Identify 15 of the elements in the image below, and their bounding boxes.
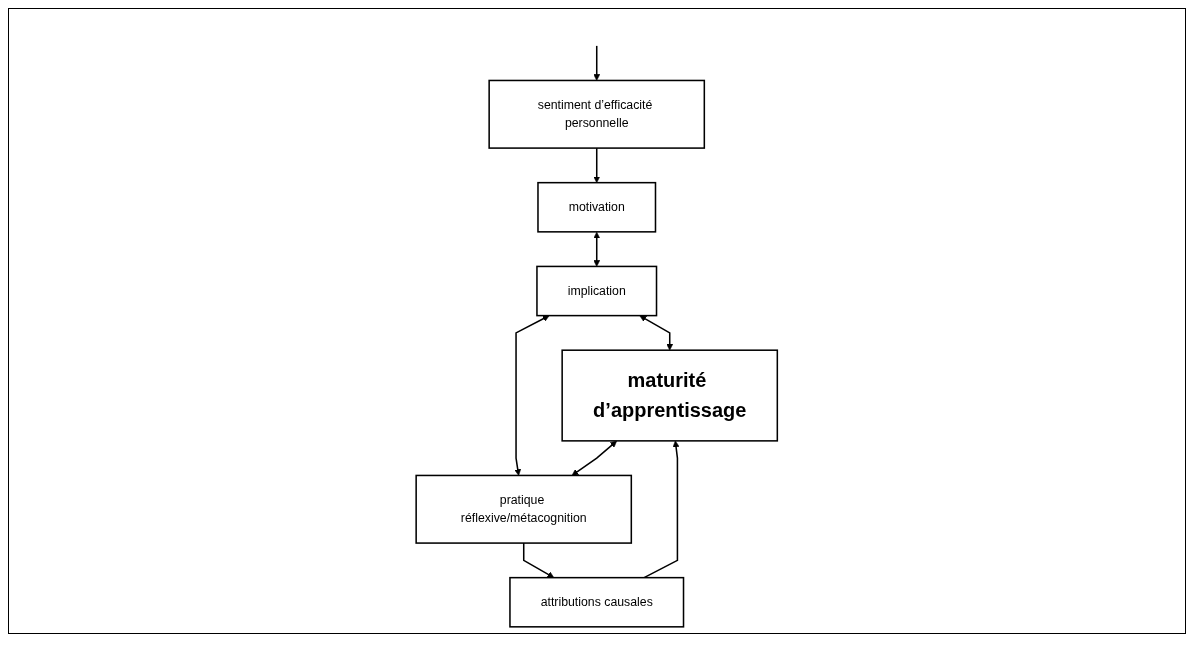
diagram-frame: sentiment d’efficacité personnelle motivation implication maturité d’apprentissage pratique réflexive/métacognition attributions causales <box>8 8 1186 634</box>
arrow <box>593 45 601 81</box>
arrow <box>643 440 680 579</box>
arrow <box>572 440 618 476</box>
node-box <box>537 181 657 233</box>
node-box <box>488 79 706 149</box>
arrow <box>593 147 601 183</box>
node-box <box>509 576 685 628</box>
node-box <box>561 349 779 442</box>
node-box <box>536 265 658 317</box>
arrow <box>514 315 550 476</box>
node-box <box>415 474 633 544</box>
arrow <box>639 315 674 351</box>
arrow <box>593 231 601 267</box>
arrow <box>523 542 555 578</box>
